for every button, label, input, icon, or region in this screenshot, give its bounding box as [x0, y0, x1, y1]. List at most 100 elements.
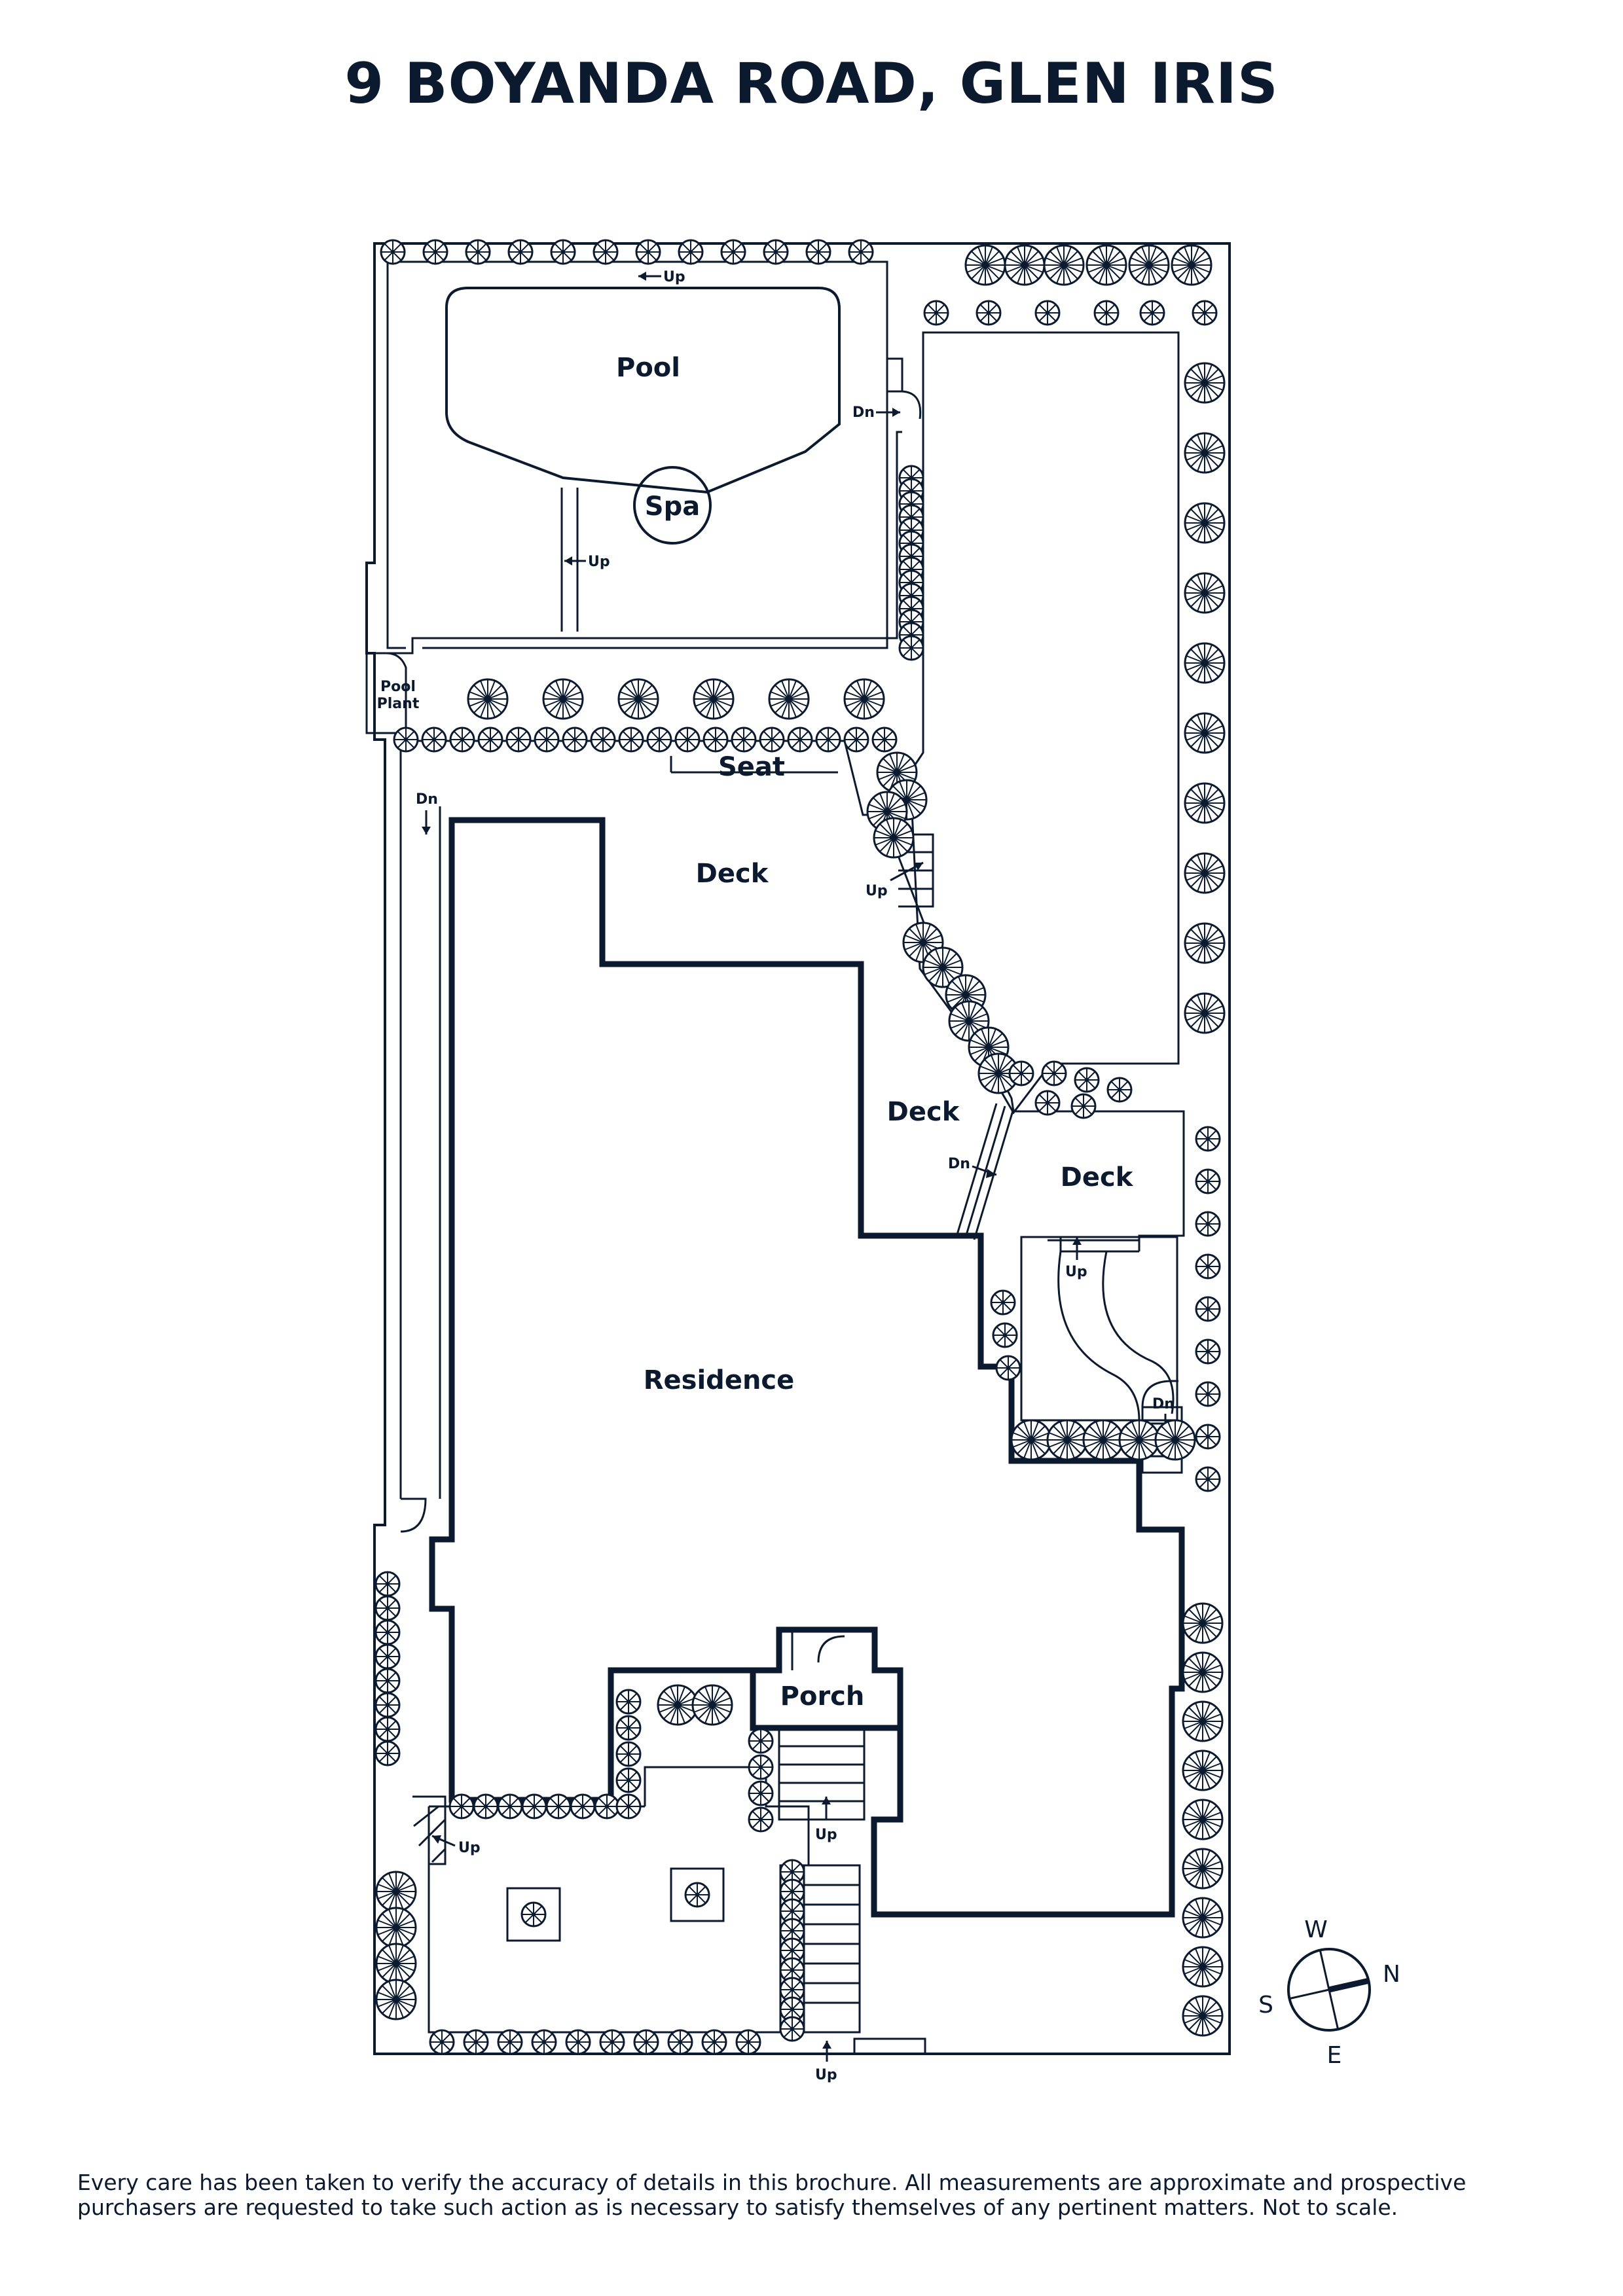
hedge-shrub-icon: [545, 1793, 572, 1820]
hedge-shrub-icon: [1195, 1424, 1221, 1450]
hedge-shrub-icon: [374, 1668, 401, 1694]
tree-icon: [1004, 244, 1046, 286]
hedge-shrub-icon: [1195, 1296, 1221, 1322]
hedge-shrub-icon: [646, 726, 672, 753]
hedge-shrub-icon: [701, 2029, 727, 2055]
hedge-shrub-icon: [779, 2016, 805, 2042]
compass: W N S E: [1258, 1916, 1400, 2069]
tree-icon: [1182, 1651, 1224, 1693]
tree-icon: [542, 678, 584, 720]
spa-label: Spa: [645, 492, 700, 522]
hedge-shrub-icon: [748, 1754, 774, 1780]
seat-label: Seat: [718, 752, 785, 782]
hedge-shrub-icon: [748, 1780, 774, 1806]
hedge-shrub-icon: [570, 1793, 596, 1820]
hedge-shrub-icon: [871, 726, 898, 753]
deck-outlines: [399, 740, 1185, 1533]
hedge-shrub-icon: [497, 1793, 523, 1820]
hedge-shrub-icon: [374, 1595, 401, 1621]
tree-icon: [375, 1871, 417, 1912]
tree-icon: [1182, 1799, 1224, 1840]
hedge-shrub-icon: [505, 726, 532, 753]
room-labels: Pool Spa Seat Deck Deck Deck Residence P…: [616, 353, 1134, 1712]
hedge-shrub-icon: [618, 726, 644, 753]
pool-plant: Pool Plant: [365, 652, 420, 734]
tree-icon: [1043, 244, 1085, 286]
tree-icon: [1184, 362, 1226, 404]
tree-icon: [1085, 244, 1127, 286]
level-markers: Up Up Dn Dn Up Dn Up Dn Up Up Up: [416, 269, 1175, 2083]
tree-icon: [1184, 712, 1226, 754]
tree-icon: [1182, 1897, 1224, 1939]
tree-icon: [1182, 1700, 1224, 1742]
hedge-shrub-icon: [1070, 1093, 1097, 1119]
tree-icon: [467, 678, 509, 720]
tree-icon: [1184, 432, 1226, 474]
hedge-shrub-icon: [463, 2029, 489, 2055]
hedge-shrub-icon: [1034, 1090, 1061, 1116]
hedge-shrub-icon: [507, 239, 534, 265]
hedge-shrub-icon: [429, 2029, 455, 2055]
hedge-shrub-icon: [635, 239, 661, 265]
tree-icon: [964, 244, 1006, 286]
compass-n: N: [1383, 1961, 1400, 1988]
up-marker-side-gate: Up: [458, 1840, 481, 1856]
deck-top-label: Deck: [696, 859, 769, 889]
tree-icon: [375, 1943, 417, 1984]
planter-shrub-icon: [684, 1882, 710, 1908]
hedge-shrub-icon: [1195, 1168, 1221, 1194]
hedge-shrub-icon: [562, 726, 588, 753]
hedge-shrub-icon: [805, 239, 831, 265]
tree-icon: [657, 1684, 699, 1726]
tree-icon: [1118, 1419, 1160, 1461]
dn-marker-deck: Dn: [948, 1156, 970, 1172]
hedge-shrub-icon: [594, 1793, 620, 1820]
hedge-shrub-icon: [374, 1619, 401, 1645]
tree-icon: [1182, 1749, 1224, 1791]
dn-marker-side: Dn: [416, 791, 438, 808]
vegetation: [374, 239, 1226, 2055]
dn-marker-gate: Dn: [852, 404, 875, 421]
hedge-shrub-icon: [735, 2029, 761, 2055]
tree-icon: [617, 678, 659, 720]
tree-icon: [1182, 1602, 1224, 1644]
hedge-shrub-icon: [1195, 1338, 1221, 1365]
hedge-shrub-icon: [465, 239, 491, 265]
up-marker-spa: Up: [588, 554, 610, 570]
tree-icon: [1182, 1848, 1224, 1890]
tree-icon: [843, 678, 885, 720]
hedge-shrub-icon: [1093, 300, 1120, 326]
deck-mid-label: Deck: [887, 1097, 960, 1127]
hedge-shrub-icon: [565, 2029, 591, 2055]
tree-icon: [693, 678, 735, 720]
hedge-shrub-icon: [748, 1728, 774, 1754]
dn-marker-courtyard: Dn: [1152, 1396, 1175, 1412]
hedge-shrub-icon: [448, 1793, 475, 1820]
hedge-shrub-icon: [667, 2029, 693, 2055]
tree-icon: [1184, 782, 1226, 824]
tree-icon: [1171, 244, 1213, 286]
hedge-shrub-icon: [393, 726, 419, 753]
pool-plant-label-1: Pool: [380, 679, 416, 695]
hedge-shrub-icon: [1195, 1253, 1221, 1280]
tree-icon: [1128, 244, 1170, 286]
residence-label: Residence: [644, 1365, 795, 1395]
hedge-shrub-icon: [374, 1692, 401, 1718]
tree-icon: [873, 817, 915, 859]
compass-s: S: [1258, 1992, 1273, 2018]
tree-icon: [1184, 502, 1226, 544]
hedge-shrub-icon: [615, 1767, 642, 1793]
hedge-shrub-icon: [374, 1716, 401, 1742]
hedge-shrub-icon: [449, 726, 475, 753]
tree-icon: [1182, 1946, 1224, 1988]
hedge-shrub-icon: [374, 1643, 401, 1670]
hedge-shrub-icon: [374, 1571, 401, 1597]
tree-icon: [768, 678, 810, 720]
hedge-shrub-icon: [720, 239, 746, 265]
tree-icon: [375, 1907, 417, 1948]
up-marker-courtyard: Up: [1065, 1264, 1087, 1280]
tree-icon: [375, 1979, 417, 2020]
tree-icon: [1184, 852, 1226, 894]
hedge-shrub-icon: [1195, 1126, 1221, 1152]
